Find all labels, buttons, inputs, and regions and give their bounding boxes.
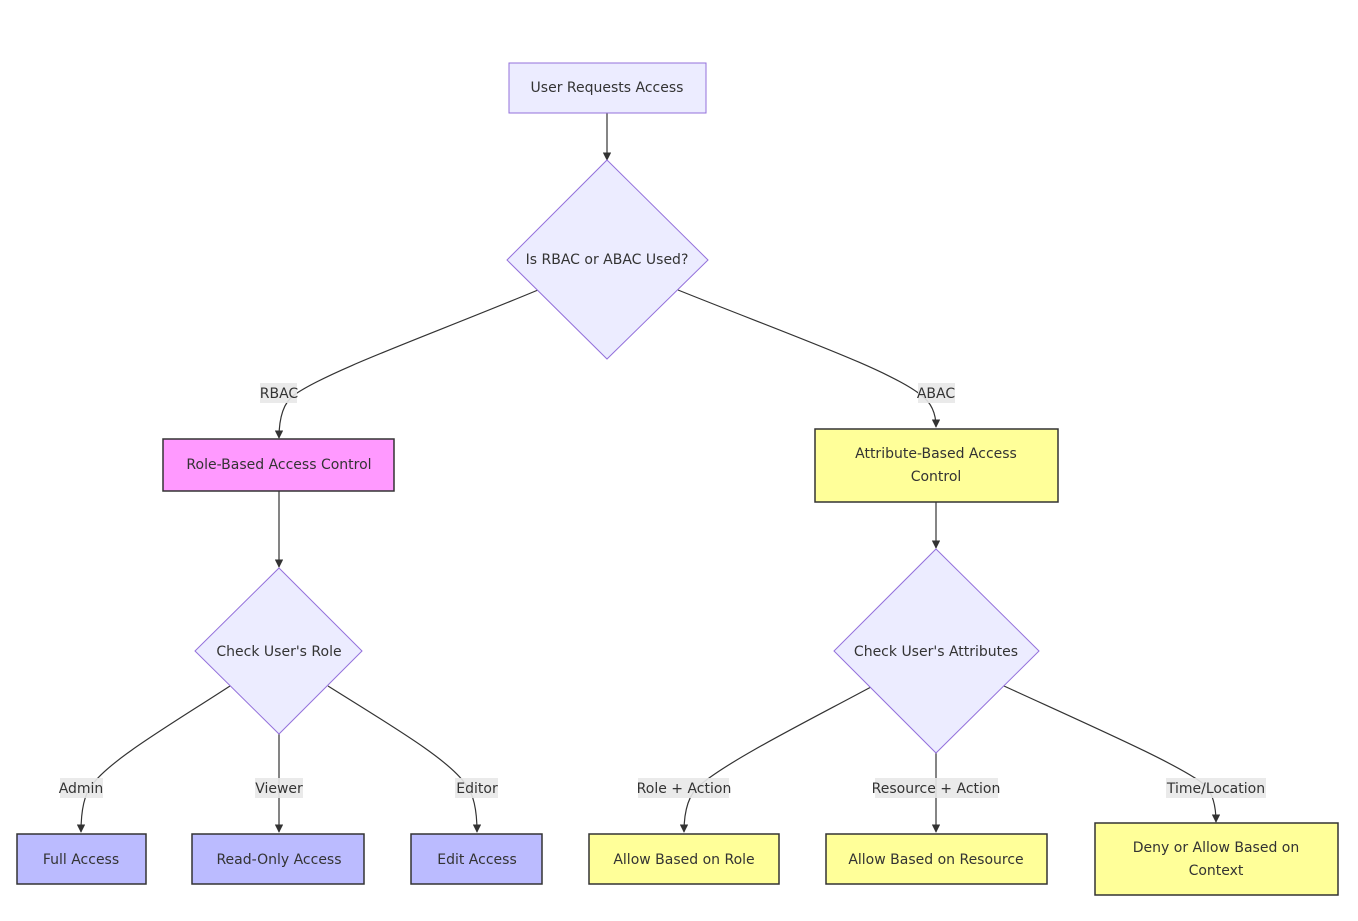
edge-label-resource-action-text: Resource + Action	[872, 781, 1001, 797]
edge-label-time-location-text: Time/Location	[1166, 781, 1265, 797]
node-edit-access: Edit Access	[410, 833, 543, 885]
node-allow-based-on-resource: Allow Based on Resource	[825, 833, 1048, 885]
node-check-users-attributes-decision: Check User's Attributes	[833, 548, 1040, 754]
edge-label-role-action: Role + Action	[637, 778, 732, 798]
edge-label-admin: Admin	[59, 778, 104, 798]
node-allow-based-on-role-label: Allow Based on Role	[613, 852, 754, 868]
node-check-users-role-decision: Check User's Role	[194, 567, 363, 735]
node-is-rbac-or-abac-decision: Is RBAC or ABAC Used?	[506, 159, 709, 360]
edge-labels: RBAC ABAC Admin Viewer Editor Role + Act…	[59, 383, 1266, 798]
edge-label-role-action-text: Role + Action	[637, 781, 732, 797]
node-attribute-based-access-control: Attribute-Based Access Control	[814, 428, 1059, 503]
edge-label-resource-action: Resource + Action	[872, 778, 1001, 798]
node-deny-or-allow-label-line-1: Deny or Allow Based on	[1133, 840, 1299, 856]
node-read-only-access: Read-Only Access	[191, 833, 365, 885]
edge-label-admin-text: Admin	[59, 781, 104, 797]
node-abac-label-line-2: Control	[911, 469, 962, 485]
node-role-based-access-control-label: Role-Based Access Control	[186, 457, 371, 473]
edge-check-role-to-edit-access	[327, 685, 482, 833]
node-allow-based-on-role: Allow Based on Role	[588, 833, 780, 885]
nodes: User Requests Access Is RBAC or ABAC Use…	[16, 62, 1339, 896]
node-is-rbac-or-abac-label: Is RBAC or ABAC Used?	[526, 252, 689, 268]
node-check-users-attributes-label: Check User's Attributes	[854, 644, 1018, 660]
node-check-users-role-label: Check User's Role	[216, 644, 341, 660]
edge-label-abac-text: ABAC	[917, 386, 956, 402]
edge-label-viewer: Viewer	[255, 778, 303, 798]
edge-check-attributes-to-deny-allow-context	[1003, 685, 1221, 823]
node-allow-based-on-resource-label: Allow Based on Resource	[848, 852, 1023, 868]
node-full-access: Full Access	[16, 833, 147, 885]
edge-label-time-location: Time/Location	[1166, 778, 1266, 798]
node-full-access-label: Full Access	[43, 852, 119, 868]
edge-label-editor: Editor	[455, 778, 498, 798]
node-user-requests-access-label: User Requests Access	[531, 80, 684, 96]
node-edit-access-label: Edit Access	[437, 852, 517, 868]
edge-label-abac: ABAC	[917, 383, 956, 403]
edge-label-editor-text: Editor	[456, 781, 498, 797]
edge-check-role-to-full-access	[76, 685, 231, 833]
edge-label-viewer-text: Viewer	[255, 781, 303, 797]
node-user-requests-access: User Requests Access	[508, 62, 707, 114]
edges	[76, 113, 1221, 833]
node-read-only-access-label: Read-Only Access	[216, 852, 341, 868]
node-role-based-access-control: Role-Based Access Control	[162, 438, 395, 492]
edge-decision-to-rbac	[274, 289, 539, 439]
node-abac-label-line-1: Attribute-Based Access	[855, 446, 1017, 462]
edge-check-attributes-to-allow-role	[679, 686, 872, 833]
node-deny-or-allow-label-line-2: Context	[1189, 863, 1244, 879]
node-deny-or-allow-based-on-context: Deny or Allow Based on Context	[1094, 822, 1339, 896]
edge-label-rbac-text: RBAC	[260, 386, 299, 402]
edge-label-rbac: RBAC	[260, 383, 299, 403]
edge-decision-to-abac	[677, 289, 941, 428]
